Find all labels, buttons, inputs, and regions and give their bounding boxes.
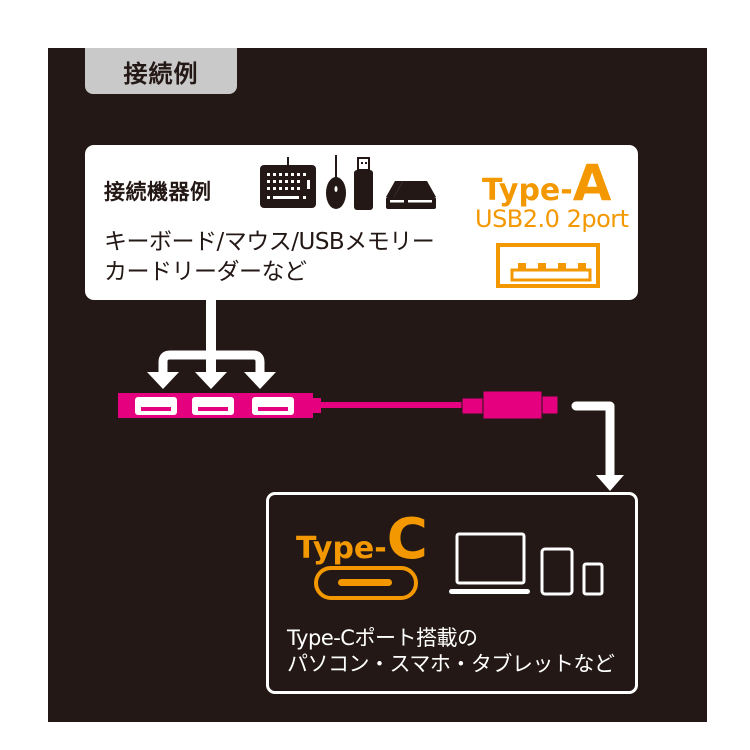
arrow-down-icon — [147, 372, 179, 389]
device-icons — [260, 155, 436, 210]
type-c-label: Type-C — [296, 512, 428, 568]
mouse-icon — [326, 155, 346, 209]
type-a-prefix: Type- — [482, 173, 573, 208]
usb-hub — [118, 390, 559, 420]
type-a-letter: A — [572, 154, 612, 212]
card-reader-icon — [386, 181, 436, 209]
host-box — [266, 492, 638, 694]
host-description-line-1: Type-Cポート搭載の — [287, 626, 478, 650]
section-tab-label: 接続例 — [123, 59, 199, 88]
host-description-line-2: パソコン・スマホ・タブレットなど — [287, 652, 615, 676]
type-c-prefix: Type- — [296, 531, 387, 566]
laptop-icon — [449, 532, 530, 594]
cable — [321, 402, 462, 408]
arrow-down-icon — [244, 372, 276, 389]
type-a-label: Type-A — [482, 158, 611, 208]
arrow-down-icon — [596, 475, 624, 491]
type-c-letter: C — [386, 507, 428, 572]
hub-port — [135, 397, 177, 415]
devices-title: 接続機器例 — [104, 180, 212, 204]
keyboard-icon — [260, 157, 316, 208]
arrow-to-host — [571, 401, 624, 491]
hub-port — [252, 397, 294, 415]
usb-type-c-port-icon — [314, 566, 418, 600]
host-device-icons — [449, 532, 604, 596]
usb-type-c-plug — [461, 390, 559, 420]
section-tab: 接続例 — [85, 48, 237, 94]
tablet-icon — [540, 547, 574, 596]
type-a-spec: USB2.0 2port — [475, 205, 629, 233]
smartphone-icon — [582, 562, 604, 596]
hub-port — [192, 397, 234, 415]
arrow-down-icon — [195, 372, 227, 389]
devices-description-line-1: キーボード/マウス/USBメモリー — [104, 229, 435, 255]
usb-stick-icon — [354, 157, 373, 210]
usb-type-a-port-icon — [496, 243, 600, 288]
branch-arrows — [147, 300, 276, 389]
devices-description-line-2: カードリーダーなど — [104, 259, 307, 285]
